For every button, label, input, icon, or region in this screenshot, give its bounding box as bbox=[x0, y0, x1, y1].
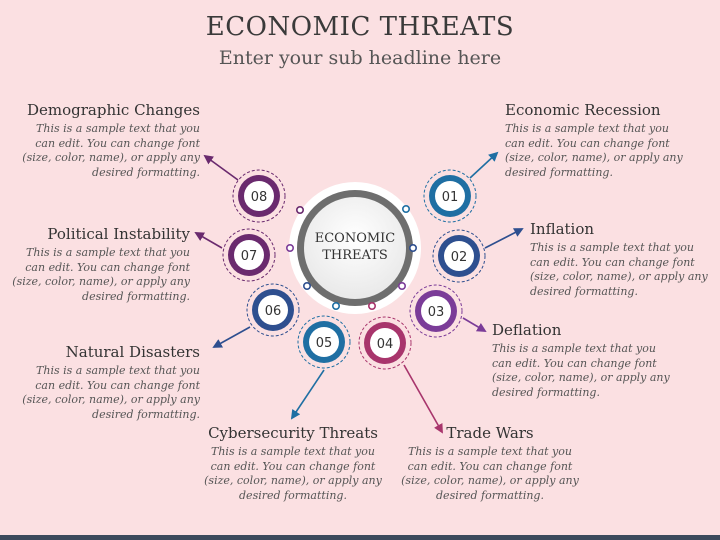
badge-number: 08 bbox=[251, 190, 268, 205]
badge-inner-disc bbox=[435, 181, 465, 211]
item-title: Cybersecurity Threats bbox=[208, 424, 378, 442]
badge-dashed-ring bbox=[232, 169, 286, 223]
connector-dot bbox=[401, 205, 410, 214]
badge-inner-disc bbox=[370, 328, 400, 358]
item-text: This is a sample text that you can edit.… bbox=[492, 342, 670, 399]
badge-number: 06 bbox=[265, 304, 282, 319]
connector-arrow bbox=[403, 364, 443, 434]
badge-03: 03 bbox=[409, 284, 463, 338]
item-title: Inflation bbox=[530, 220, 595, 238]
badge-dashed-ring bbox=[423, 169, 477, 223]
item-deflation: Deflation This is a sample text that you… bbox=[492, 321, 672, 400]
item-title: Natural Disasters bbox=[65, 343, 200, 361]
badge-dashed-ring bbox=[246, 283, 300, 337]
connector-dot bbox=[367, 301, 376, 310]
badge-number: 01 bbox=[442, 190, 459, 205]
item-text: This is a sample text that you can edit.… bbox=[505, 122, 683, 179]
page-title: ECONOMIC THREATS bbox=[205, 12, 515, 42]
item-text: This is a sample text that you can edit.… bbox=[530, 241, 708, 298]
item-text: This is a sample text that you can edit.… bbox=[22, 364, 200, 421]
connector-arrow bbox=[203, 154, 239, 181]
connectors bbox=[194, 151, 524, 434]
item-text: This is a sample text that you can edit.… bbox=[22, 122, 200, 179]
badge-inner-disc bbox=[444, 241, 474, 271]
badge-number: 04 bbox=[377, 337, 394, 352]
item-trade-wars: Trade Wars This is a sample text that yo… bbox=[400, 424, 580, 503]
connector-arrow bbox=[462, 317, 487, 332]
connector-dot bbox=[408, 244, 417, 253]
number-badges: 01 02 03 04 05 06 07 08 bbox=[222, 169, 486, 370]
item-text: This is a sample text that you can edit.… bbox=[401, 445, 579, 502]
item-natural-disasters: Natural Disasters This is a sample text … bbox=[18, 343, 200, 422]
item-economic-recession: Economic Recession This is a sample text… bbox=[505, 101, 685, 180]
item-cybersecurity-threats: Cybersecurity Threats This is a sample t… bbox=[203, 424, 383, 503]
item-title: Demographic Changes bbox=[26, 101, 200, 119]
badge-01: 01 bbox=[423, 169, 477, 223]
connector-dot bbox=[331, 301, 340, 310]
connector-dot bbox=[295, 206, 304, 215]
center-disc bbox=[304, 197, 406, 299]
badge-dashed-ring bbox=[222, 228, 276, 282]
item-title: Trade Wars bbox=[446, 424, 534, 442]
badge-inner-disc bbox=[258, 295, 288, 325]
badge-dashed-ring bbox=[297, 315, 351, 369]
badge-dashed-ring bbox=[409, 284, 463, 338]
badge-08: 08 bbox=[232, 169, 286, 223]
badge-number: 02 bbox=[451, 250, 468, 265]
badge-dashed-ring bbox=[432, 229, 486, 283]
center-label-line2: THREATS bbox=[322, 248, 388, 263]
item-text: This is a sample text that you can edit.… bbox=[204, 445, 382, 502]
connector-arrow bbox=[194, 232, 223, 249]
badge-number: 07 bbox=[241, 249, 258, 264]
item-text: This is a sample text that you can edit.… bbox=[12, 246, 190, 303]
item-political-instability: Political Instability This is a sample t… bbox=[8, 225, 190, 304]
connector-dot bbox=[285, 244, 294, 253]
connector-arrow bbox=[290, 369, 325, 420]
connector-arrow bbox=[469, 151, 499, 179]
badge-number: 05 bbox=[316, 336, 333, 351]
badge-05: 05 bbox=[297, 315, 351, 369]
badge-06: 06 bbox=[246, 283, 300, 337]
badge-inner-disc bbox=[421, 296, 451, 326]
item-title: Deflation bbox=[492, 321, 562, 339]
item-inflation: Inflation This is a sample text that you… bbox=[530, 220, 710, 299]
bottom-bar bbox=[0, 535, 720, 540]
badge-07: 07 bbox=[222, 228, 276, 282]
badge-02: 02 bbox=[432, 229, 486, 283]
item-title: Political Instability bbox=[47, 225, 190, 243]
connector-dot bbox=[397, 281, 406, 290]
badge-number: 03 bbox=[428, 305, 445, 320]
page-subtitle: Enter your sub headline here bbox=[218, 47, 502, 69]
center-label-line1: ECONOMIC bbox=[315, 231, 396, 246]
connector-arrow bbox=[212, 326, 251, 348]
badge-inner-disc bbox=[309, 327, 339, 357]
connector-arrow bbox=[484, 228, 524, 249]
badge-inner-disc bbox=[244, 181, 274, 211]
connector-dot bbox=[302, 281, 311, 290]
item-demographic-changes: Demographic Changes This is a sample tex… bbox=[18, 101, 200, 180]
badge-04: 04 bbox=[358, 316, 412, 370]
badge-dashed-ring bbox=[358, 316, 412, 370]
item-title: Economic Recession bbox=[505, 101, 661, 119]
badge-inner-disc bbox=[234, 240, 264, 270]
connector-dots bbox=[285, 205, 417, 310]
